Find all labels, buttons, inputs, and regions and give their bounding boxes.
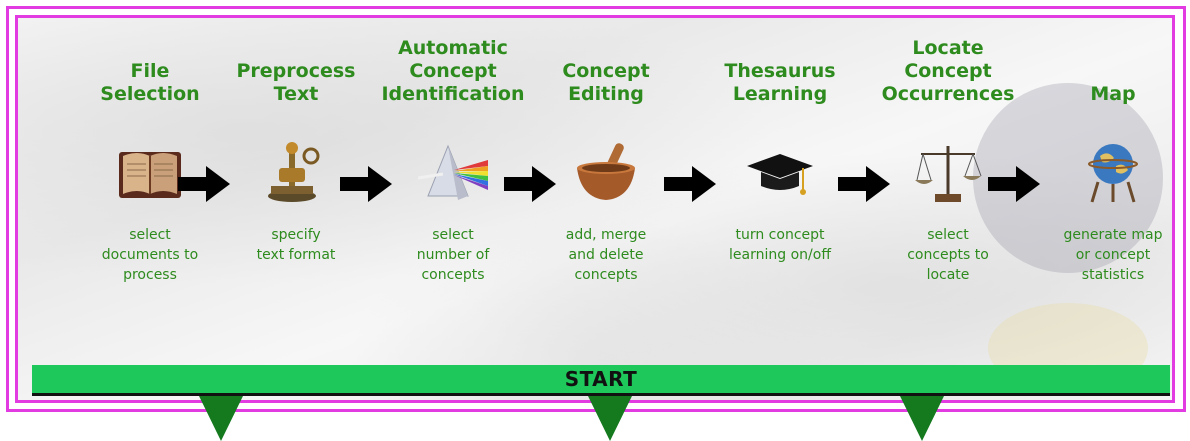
step-title: Preprocess Text [236,60,356,105]
step-map[interactable]: Map generate map or concept statistics [1033,18,1172,318]
mortar-pestle-icon [577,143,635,200]
arrow-right-icon [838,166,890,202]
book-icon [119,152,181,198]
step-title: Thesaurus Learning [724,60,836,105]
arrow-right-icon [504,166,556,202]
arrow-right-icon [988,166,1040,202]
marker-down-icon [199,396,243,441]
step-title: Concept Editing [562,60,650,105]
step-title: Automatic Concept Identification [381,37,525,105]
step-description: add, merge and delete concepts [565,227,647,283]
step-description: select number of concepts [416,227,490,283]
workflow-panel: File Selection select documents to proce… [15,15,1175,403]
step-description: generate map or concept statistics [1063,227,1163,283]
arrow-right-icon [340,166,392,202]
marker-down-icon [900,396,944,441]
step-description: specify text format [256,227,336,263]
step-locate-concept-occurrences[interactable]: Locate Concept Occurrences select concep… [868,18,1028,318]
step-file-selection[interactable]: File Selection select documents to proce… [70,18,230,318]
marker-down-icon [588,396,632,441]
globe-icon [1088,144,1138,203]
step-thesaurus-learning[interactable]: Thesaurus Learning turn concept learning… [700,18,860,318]
arrow-right-icon [178,166,230,202]
step-title: Map [1090,83,1136,105]
step-automatic-concept-identification[interactable]: Automatic Concept Identification select … [373,18,533,318]
arrow-right-icon [664,166,716,202]
step-description: select documents to process [101,227,199,283]
step-description: select concepts to locate [907,227,989,283]
graduation-cap-icon [747,154,813,195]
scales-icon [915,146,982,202]
start-button[interactable]: START [32,365,1170,396]
step-description: turn concept learning on/off [729,227,831,263]
step-preprocess-text[interactable]: Preprocess Text specify text format [216,18,376,318]
press-icon [268,142,320,202]
prism-icon [418,144,488,200]
step-concept-editing[interactable]: Concept Editing add, merge and delete co… [526,18,686,318]
step-title: File Selection [100,60,200,105]
step-title: Locate Concept Occurrences [881,37,1015,105]
